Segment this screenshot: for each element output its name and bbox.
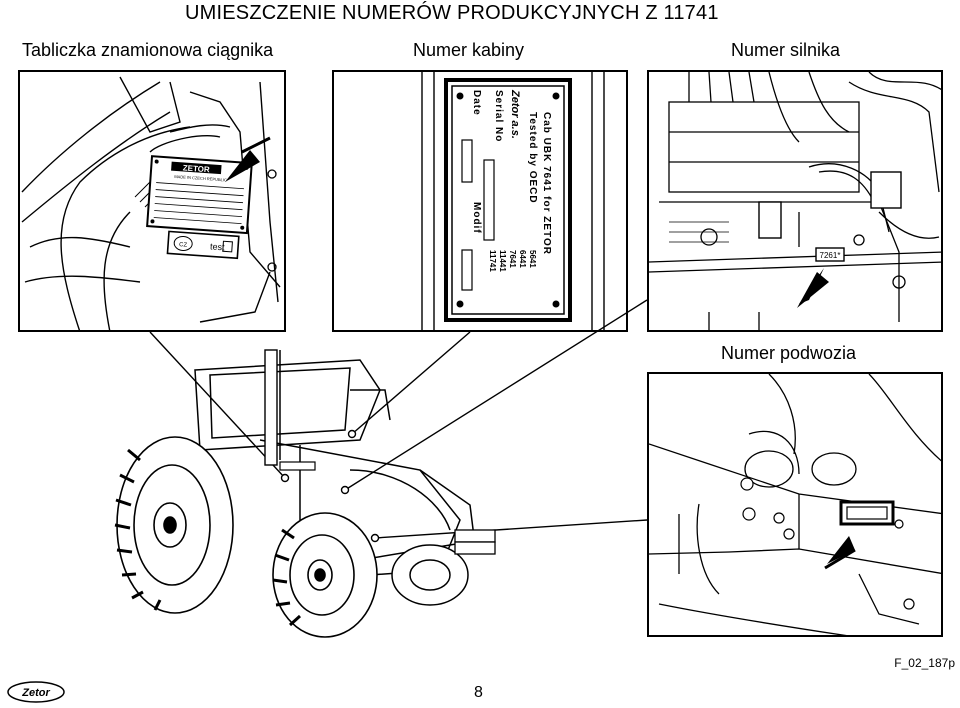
- cab-plate-illustration: Cab UBK 7641 for ZETOR Tested by OECD Ze…: [421, 72, 605, 330]
- cab-model-4: 11441: [498, 250, 507, 272]
- cab-plate-line2: Tested by OECD: [527, 112, 538, 204]
- cab-plate-model-label: Modif: [471, 202, 482, 234]
- label-cab-number: Numer kabiny: [413, 40, 525, 60]
- engine-illustration: 7261*: [649, 72, 941, 330]
- figure-code: F_02_187p: [894, 656, 955, 670]
- label-chassis-number: Numer podwozia: [721, 343, 857, 363]
- cab-number-panel: Cab UBK 7641 for ZETOR Tested by OECD Ze…: [332, 70, 628, 332]
- cab-plate-line1: Cab UBK 7641 for ZETOR: [541, 112, 552, 255]
- plate-cert-text: test: [210, 241, 226, 252]
- cab-model-3: 7641: [508, 250, 517, 268]
- label-rating-plate: Tabliczka znamionowa ciągnika: [22, 40, 274, 60]
- cab-plate-date-label: Date: [471, 90, 482, 116]
- cab-model-5: 11741: [488, 250, 497, 272]
- arrow-icon: [225, 150, 260, 182]
- cab-plate-serial-label: Serial No: [493, 90, 504, 142]
- cab-plate-brand: Zetor a.s.: [509, 89, 521, 139]
- svg-text:CZ: CZ: [179, 242, 188, 249]
- arrow-icon: [827, 536, 855, 564]
- svg-text:Zetor: Zetor: [21, 687, 50, 699]
- chassis-number-panel: [647, 372, 943, 637]
- label-engine-number: Numer silnika: [731, 40, 841, 60]
- cab-model-1: 5641: [528, 250, 537, 268]
- plate-brand: ZETOR: [182, 163, 210, 174]
- cab-model-2: 6441: [518, 250, 527, 268]
- arrow-icon: [797, 272, 829, 308]
- page-title: UMIESZCZENIE NUMERÓW PRODUKCYJNYCH Z 117…: [185, 2, 719, 24]
- page-number: 8: [474, 684, 483, 701]
- engine-number-panel: 7261*: [647, 70, 943, 332]
- rating-plate-illustration: ZETOR MADE IN CZECH REPUBLIC CZ test: [21, 76, 281, 330]
- plate-made-in: MADE IN CZECH REPUBLIC: [174, 174, 227, 183]
- engine-number-stamp: 7261*: [820, 251, 841, 260]
- chassis-illustration: [649, 374, 941, 635]
- rating-plate-panel: ZETOR MADE IN CZECH REPUBLIC CZ test: [18, 70, 286, 332]
- zetor-logo: Zetor: [7, 681, 65, 703]
